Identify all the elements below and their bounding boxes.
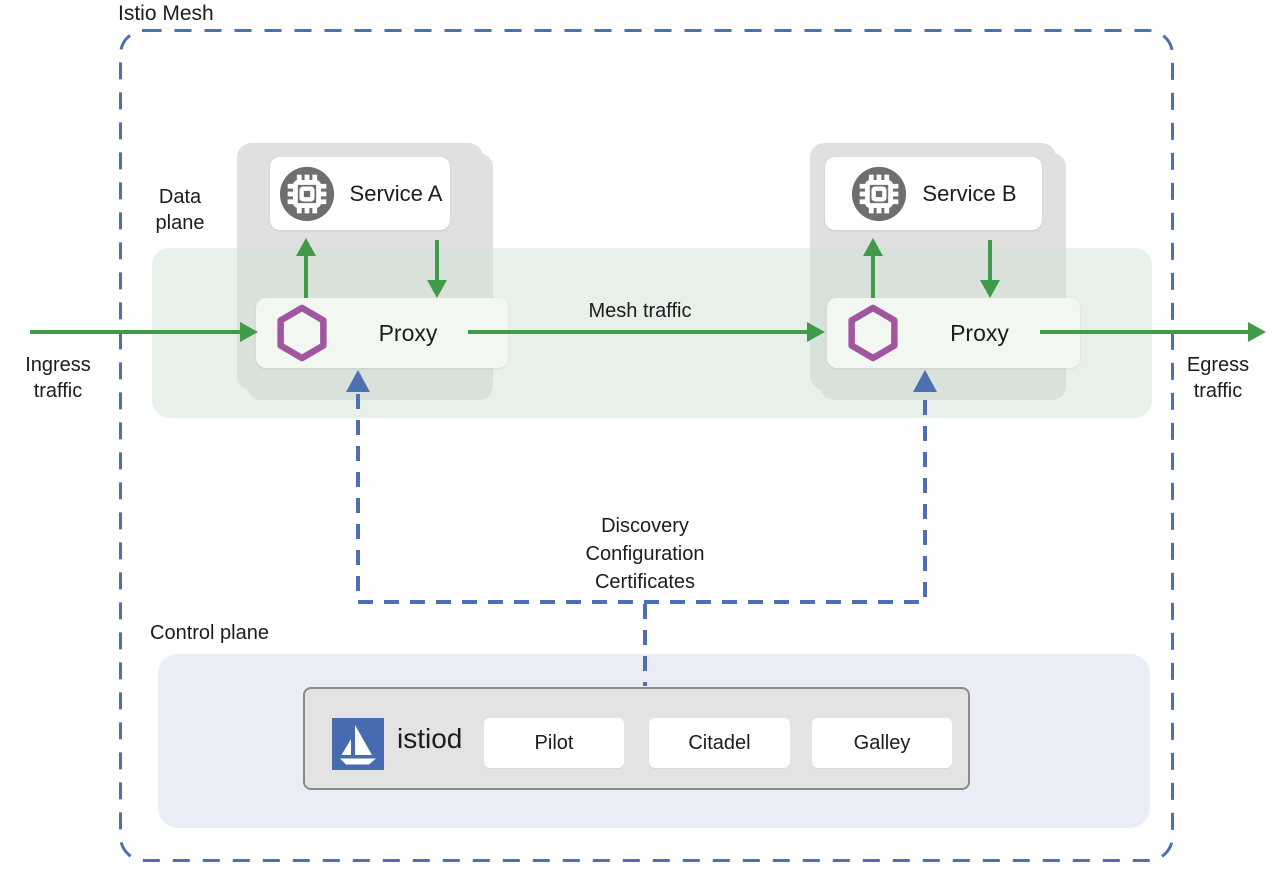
proxy-b-label: Proxy bbox=[950, 319, 1009, 346]
proxy-a-label: Proxy bbox=[378, 319, 438, 346]
service-a-label: Service A bbox=[349, 180, 443, 206]
galley-box: Galley bbox=[812, 718, 952, 768]
service-a-box: Service A bbox=[270, 157, 450, 230]
pilot-box: Pilot bbox=[484, 718, 624, 768]
proxy-b-box: Proxy bbox=[827, 298, 1080, 368]
service-chip-icon bbox=[278, 165, 336, 223]
service-b-label: Service B bbox=[922, 180, 1017, 206]
service-b-box: Service B bbox=[825, 157, 1042, 230]
control-plane-label: Control plane bbox=[150, 622, 269, 644]
data-plane-label: Data plane bbox=[155, 186, 205, 234]
pilot-label: Pilot bbox=[534, 731, 574, 754]
mesh-traffic-label: Mesh traffic bbox=[588, 300, 692, 322]
envoy-hexagon-icon bbox=[847, 303, 899, 363]
citadel-box: Citadel bbox=[649, 718, 790, 768]
config-label: Discovery Configuration Certificates bbox=[585, 515, 705, 593]
egress-arrowhead bbox=[1248, 322, 1266, 342]
citadel-label: Citadel bbox=[688, 731, 751, 754]
envoy-hexagon-icon bbox=[276, 303, 328, 363]
ingress-traffic-label: Ingress traffic bbox=[25, 354, 91, 402]
service-chip-icon bbox=[850, 165, 908, 223]
diagram-title: Istio Mesh bbox=[118, 2, 214, 25]
istio-logo-icon bbox=[332, 718, 384, 770]
istiod-label: istiod bbox=[397, 722, 463, 754]
proxy-a-box: Proxy bbox=[256, 298, 508, 368]
egress-traffic-label: Egress traffic bbox=[1186, 354, 1250, 402]
istiod-box: istiod Pilot Citadel Galley bbox=[303, 687, 970, 790]
galley-label: Galley bbox=[853, 731, 911, 754]
